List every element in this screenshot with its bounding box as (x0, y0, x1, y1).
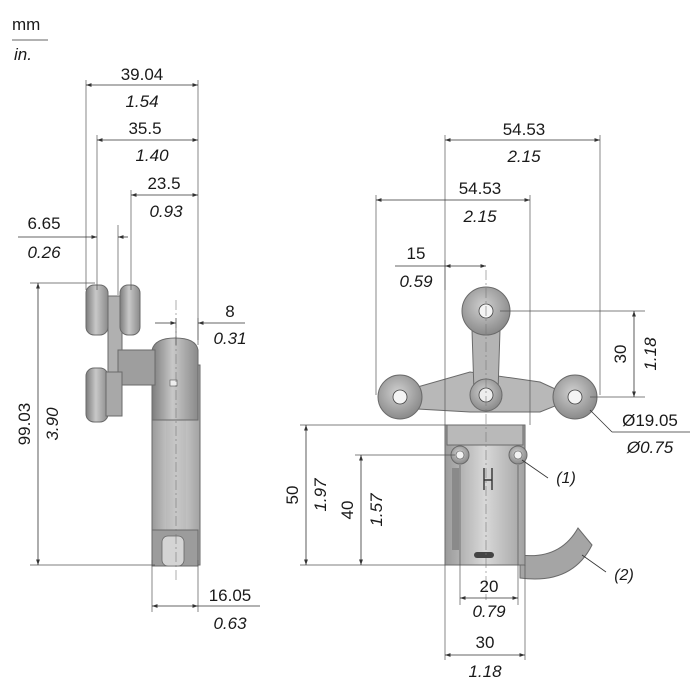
side-top-wheel-right (119, 284, 141, 336)
dim-body-width-in: 1.18 (468, 662, 502, 681)
dim-overall-height-mm: 99.03 (15, 403, 34, 446)
dim-overall-width-mm: 39.04 (121, 65, 164, 84)
front-view-dimensions: 54.53 2.15 54.53 2.15 15 0.59 30 1.18 Ø1… (283, 120, 690, 681)
dim-body-offset-mm: 23.5 (147, 174, 180, 193)
units-legend: mm in. (12, 15, 48, 64)
side-bottom-wheel (85, 367, 109, 423)
dim-arm-offset-in: 0.59 (399, 272, 433, 291)
dim-overall-width-in: 1.54 (125, 92, 158, 111)
dim-body-offset-in: 0.93 (149, 202, 183, 221)
unit-mm-label: mm (12, 15, 40, 34)
dim-mount-height-in: 1.57 (367, 493, 386, 527)
dim-mount-height-mm: 40 (338, 501, 357, 520)
dim-arm-offset-mm: 15 (407, 244, 426, 263)
dim-arm-span-right-mm: 54.53 (503, 120, 546, 139)
side-view-part (85, 284, 201, 580)
unit-inch-label: in. (14, 45, 32, 64)
dim-overall-height-in: 3.90 (43, 407, 62, 441)
dim-arm-span-right-in: 2.15 (506, 147, 541, 166)
dim-base-depth-mm: 16.05 (209, 586, 252, 605)
dim-body-height-in: 1.97 (311, 478, 330, 512)
dim-arm-span-left-mm: 54.53 (459, 179, 502, 198)
dim-arm-span-left-in: 2.15 (462, 207, 497, 226)
dim-hole-spacing-in: 0.79 (472, 602, 506, 621)
dim-wheel-span-in: 1.40 (135, 146, 169, 165)
dim-wheel-offset-in: 0.26 (27, 243, 61, 262)
dim-wheel-height-mm: 30 (611, 345, 630, 364)
dim-pin-width-in: 0.31 (213, 329, 246, 348)
side-head (151, 337, 199, 421)
dim-body-height-mm: 50 (283, 486, 302, 505)
dim-wheel-span-mm: 35.5 (128, 119, 161, 138)
callout-cable: (2) (614, 567, 634, 584)
dim-hole-spacing-mm: 20 (480, 577, 499, 596)
dim-wheel-height-in: 1.18 (641, 337, 660, 371)
front-view-part (377, 270, 598, 600)
dim-wheel-diameter-in: Ø0.75 (626, 438, 674, 457)
dim-pin-width-mm: 8 (225, 302, 234, 321)
dim-wheel-offset-mm: 6.65 (27, 214, 60, 233)
dim-base-depth-in: 0.63 (213, 614, 247, 633)
cable (519, 527, 593, 580)
dim-body-width-mm: 30 (476, 633, 495, 652)
side-view-dimensions: 39.04 1.54 35.5 1.40 23.5 0.93 6.65 0.26… (15, 65, 260, 633)
callout-mounting-holes: (1) (556, 470, 576, 487)
side-top-wheel-left (85, 284, 109, 336)
dim-wheel-diameter-mm: Ø19.05 (622, 411, 678, 430)
